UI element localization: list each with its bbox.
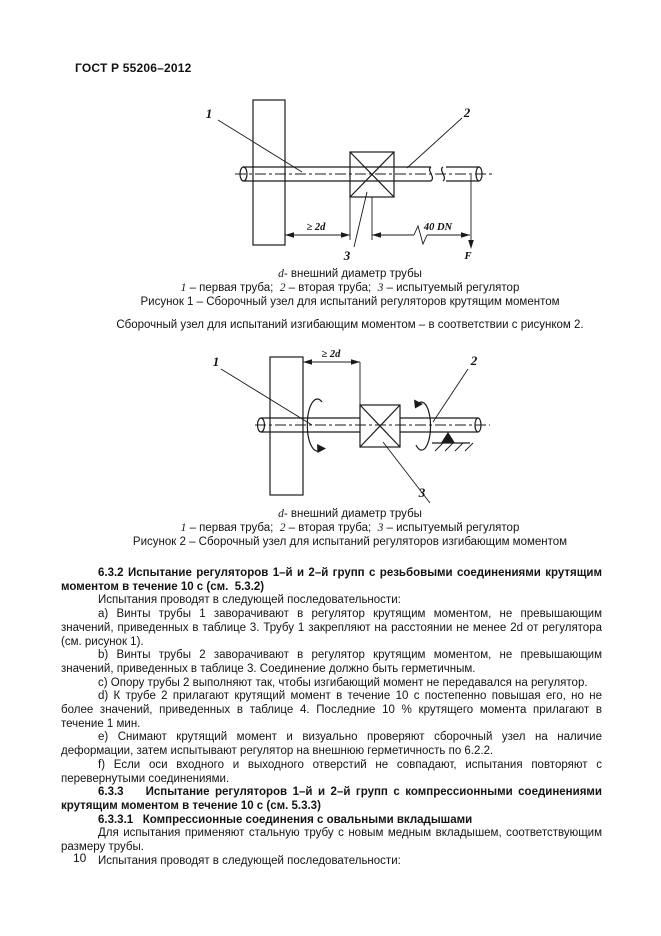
fig2-label-1: 1: [213, 354, 220, 369]
fig2-caption-d-symbol: d-: [278, 508, 288, 520]
section-heading-6-3-2: 6.3.2 Испытание регуляторов 1–й и 2–й гр…: [61, 567, 602, 593]
fig1-caption-title: Рисунок 1 – Сборочный узел для испытаний…: [140, 295, 560, 308]
dimension-2d: [303, 359, 361, 405]
paragraph-b: b) Винты трубы 2 заворачивают в регулято…: [61, 649, 602, 675]
figure-2-caption: d- внешний диаметр трубы 1 – первая труб…: [70, 508, 630, 549]
pipe-assembly: [255, 417, 490, 433]
fig2-caption-d-line: d- внешний диаметр трубы: [70, 508, 630, 522]
fig1-legend-num2: 2: [279, 281, 286, 294]
section-heading-6-3-3-1: 6.3.3.1 Компрессионные соединения с овал…: [98, 813, 473, 826]
paragraph-f: f) Если оси входного и выходного отверст…: [61, 758, 602, 785]
torque-arrow-right: [414, 399, 432, 451]
paragraph-intro-1: Испытания проводят в следующей последова…: [98, 594, 401, 607]
fig1-label-2: 2: [463, 105, 471, 120]
fig2-label-2: 2: [470, 353, 478, 368]
force-arrow: [468, 175, 474, 249]
fig1-label-3: 3: [343, 248, 351, 263]
connecting-paragraph: Сборочный узел для испытаний изгибающим …: [116, 319, 584, 331]
fig2-label-3: 3: [418, 485, 426, 500]
fig2-legend-num3: 3: [377, 521, 384, 534]
wall-hatched: [252, 99, 286, 246]
paragraph-intro-2: Испытания проводят в следующей последова…: [98, 854, 401, 867]
figure-2-diagram: 1 2 3 ≥ 2d: [213, 349, 490, 504]
figure-1-diagram: 1 2 3 ≥ 2d 40 DN F: [206, 99, 495, 263]
paragraph-d: d) К трубе 2 прилагают крутящий момент в…: [61, 690, 602, 730]
paragraph-g: Для испытания применяют стальную трубу с…: [61, 827, 602, 854]
paragraph-c: с) Опору трубы 2 выполняют так, чтобы из…: [98, 676, 588, 689]
fig1-legend-num3: 3: [377, 281, 384, 294]
fig2-legend-text1: – первая труба;: [186, 521, 280, 534]
fig1-caption-legend: 1 – первая труба; 2 – вторая труба; 3 – …: [70, 282, 630, 296]
fig2-dim-2d: ≥ 2d: [322, 349, 342, 360]
regulator-box: [349, 151, 395, 198]
fig1-caption-d-text: внешний диаметр трубы: [287, 268, 422, 280]
leader-lines: [220, 368, 469, 504]
fig1-dim-2d: ≥ 2d: [307, 222, 327, 233]
fig2-legend-num2: 2: [279, 521, 286, 534]
fig1-caption-d-line: d- внешний диаметр трубы: [70, 268, 630, 282]
pipe-assembly: [235, 166, 495, 182]
document-header: ГОСТ Р 55206–2012: [75, 61, 192, 75]
fig2-caption-d-text: внешний диаметр трубы: [287, 508, 422, 520]
fig1-caption-d-symbol: d-: [278, 268, 288, 280]
fig1-legend-num1: 1: [180, 281, 187, 294]
fig1-legend-text2: – вторая труба;: [285, 281, 378, 294]
torque-arrow-left: [306, 398, 326, 453]
section-heading-6-3-3: 6.3.3 Испытание регуляторов 1–й и 2–й гр…: [61, 786, 602, 812]
wall-hatched: [269, 356, 304, 496]
figure-1-caption: d- внешний диаметр трубы 1 – первая труб…: [70, 268, 630, 309]
page-number: 10: [73, 851, 87, 865]
support-symbol: [432, 432, 474, 452]
fig1-legend-text1: – первая труба;: [186, 281, 280, 294]
fig2-caption-legend: 1 – первая труба; 2 – вторая труба; 3 – …: [70, 522, 630, 536]
fig2-legend-num1: 1: [180, 521, 187, 534]
paragraph-e: е) Снимают крутящий момент и визуально п…: [61, 731, 602, 758]
fig1-label-1: 1: [206, 106, 213, 121]
fig2-legend-text3: – испытуемый регулятор: [383, 521, 520, 534]
fig1-force-label: F: [463, 251, 471, 262]
body-text: 6.3.2 Испытание регуляторов 1–й и 2–й гр…: [61, 567, 602, 868]
fig2-legend-text2: – вторая труба;: [285, 521, 378, 534]
regulator-box: [359, 404, 401, 448]
dimension-2d: [285, 197, 373, 240]
dimension-40dn: [372, 224, 470, 246]
fig1-dim-40dn: 40 DN: [423, 222, 453, 233]
fig1-legend-text3: – испытуемый регулятор: [383, 281, 520, 294]
leader-lines: [217, 117, 463, 248]
fig2-caption-title: Рисунок 2 – Сборочный узел для испытаний…: [132, 535, 568, 548]
paragraph-a: а) Винты трубы 1 заворачивают в регулято…: [61, 608, 602, 648]
